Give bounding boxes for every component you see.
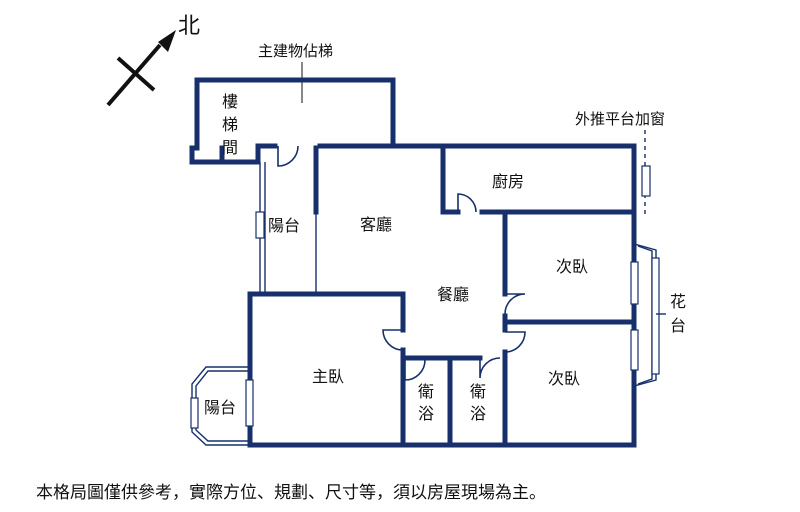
stairwell-label-3: 間 bbox=[222, 138, 238, 157]
bath-1-label-1: 衛 bbox=[418, 382, 434, 401]
flower-stand-label-2: 台 bbox=[670, 316, 686, 335]
window-annotation: 外推平台加窗 bbox=[575, 110, 665, 128]
stairwell-label-1: 樓 bbox=[222, 92, 238, 111]
bath-2-label-2: 浴 bbox=[470, 404, 486, 423]
kitchen-walls bbox=[440, 143, 651, 215]
north-balcony-outline bbox=[255, 145, 319, 294]
bath-walls bbox=[400, 347, 483, 448]
kitchen-label: 廚房 bbox=[492, 172, 524, 191]
north-balcony-label: 陽台 bbox=[268, 216, 300, 235]
stairwell-label-2: 梯 bbox=[222, 115, 238, 134]
flower-stand-label-1: 花 bbox=[670, 292, 686, 311]
doors bbox=[277, 145, 526, 381]
north-compass: 北 bbox=[106, 14, 200, 107]
south-balcony-outline bbox=[190, 366, 254, 446]
living-room-label: 客廳 bbox=[360, 215, 392, 234]
dining-room-label: 餐廳 bbox=[437, 285, 469, 304]
south-balcony-label: 陽台 bbox=[204, 398, 236, 417]
bedroom-walls bbox=[502, 209, 637, 448]
bedroom-2-bottom-label: 次臥 bbox=[548, 369, 580, 388]
outer-walls bbox=[247, 143, 637, 448]
master-bedroom-label: 主臥 bbox=[312, 367, 344, 386]
north-label: 北 bbox=[178, 14, 200, 39]
bedroom-2-top-label: 次臥 bbox=[556, 257, 588, 276]
main-stair-annotation: 主建物佔梯 bbox=[258, 42, 333, 60]
flower-stand-outline bbox=[630, 243, 666, 387]
disclaimer-text: 本格局圖僅供參考，實際方位、規劃、尺寸等，須以房屋現場為主。 bbox=[36, 483, 546, 503]
bath-2-label-1: 衛 bbox=[470, 382, 486, 401]
bath-1-label-2: 浴 bbox=[418, 404, 434, 423]
room-labels: 樓 梯 間 陽台 客廳 廚房 餐廳 次臥 次臥 花 台 主臥 衛 浴 衛 浴 陽… bbox=[204, 92, 686, 423]
